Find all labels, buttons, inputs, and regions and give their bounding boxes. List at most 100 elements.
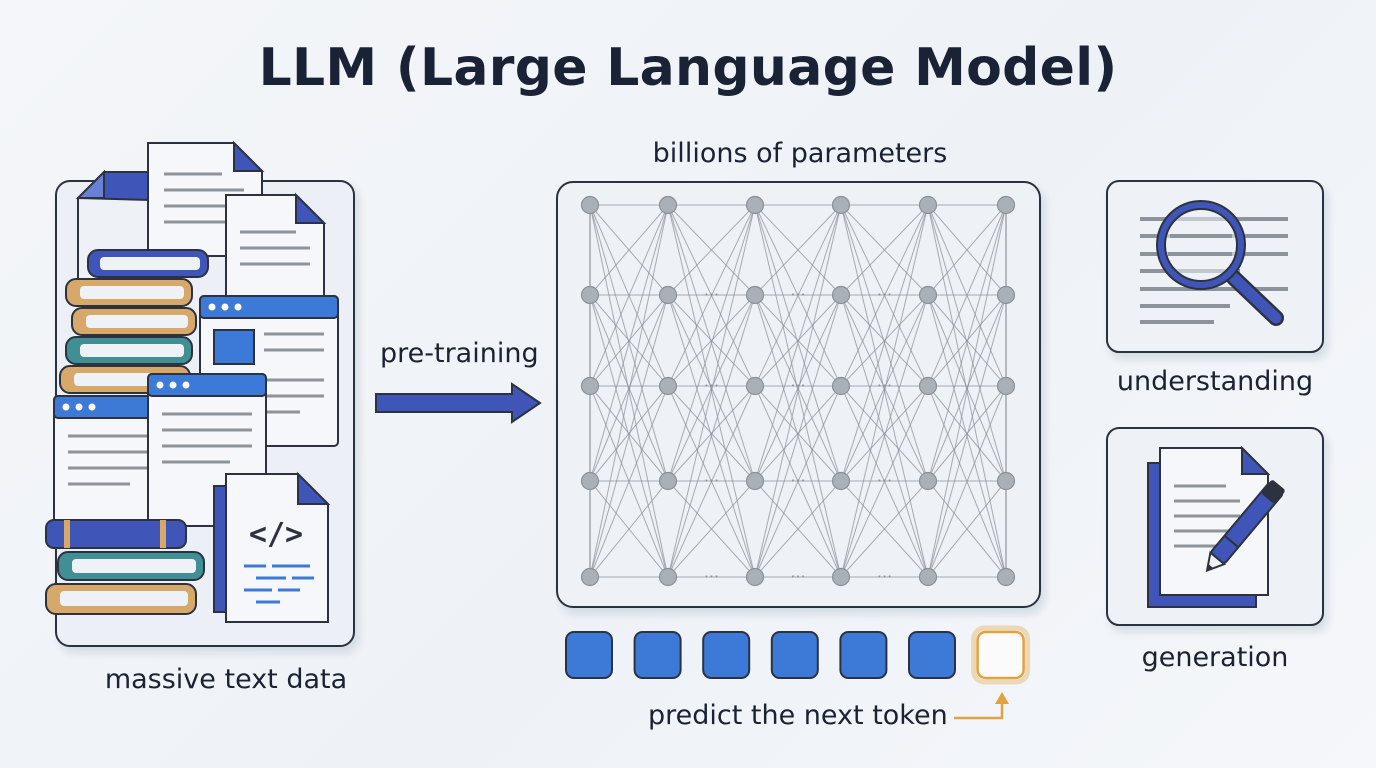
network-ellipsis: ··· (790, 567, 805, 586)
token (702, 631, 751, 679)
network-ellipsis: ··· (790, 285, 805, 304)
network-node (831, 567, 851, 587)
network-node (831, 376, 851, 396)
network-edge (667, 294, 756, 387)
network-node (996, 285, 1016, 305)
understanding-label: understanding (1116, 366, 1314, 397)
generation-label: generation (1141, 642, 1289, 673)
network-node (745, 285, 765, 305)
network-edge (927, 385, 1007, 578)
network-node (580, 376, 600, 396)
token (633, 631, 682, 679)
network-edge (927, 385, 1007, 482)
network-edge (754, 294, 842, 578)
token (908, 631, 956, 679)
network-edge (840, 385, 929, 578)
network-edge (840, 294, 929, 578)
network-edge (667, 385, 756, 482)
network-edge (667, 385, 756, 578)
network-node (831, 285, 851, 305)
network-edge (589, 204, 669, 387)
network-node (658, 471, 678, 491)
network-edge (840, 204, 929, 578)
network-ellipsis: ··· (790, 471, 805, 490)
network-edge (754, 204, 842, 482)
network-node (658, 285, 678, 305)
magnifying-glass-icon (1156, 200, 1284, 326)
network-edge (754, 294, 842, 482)
network-ellipsis: ··· (877, 285, 892, 304)
network-node (918, 471, 938, 491)
network-edge (589, 204, 669, 578)
network-ellipsis: ··· (790, 376, 805, 395)
network-node (918, 376, 938, 396)
network-edge (667, 204, 756, 387)
network-ellipsis: ··· (704, 471, 719, 490)
network-edge (927, 204, 1007, 296)
network-edge (754, 204, 842, 296)
understanding-card (1106, 180, 1324, 353)
diagram-title: LLM (Large Language Model) (258, 38, 1118, 98)
network-node (580, 471, 600, 491)
network-edge (754, 385, 842, 578)
network-edge (840, 204, 929, 387)
network-edge (840, 480, 929, 578)
network-edge (840, 294, 929, 482)
pretraining-label: pre-training (380, 338, 539, 369)
code-document-icon: </> (213, 471, 331, 623)
network-edge (589, 480, 669, 578)
network-node (831, 195, 851, 215)
network-edge (840, 385, 929, 482)
network-edge (754, 204, 842, 387)
network-node (580, 285, 600, 305)
network-edge (589, 294, 669, 482)
network-edge (927, 480, 1007, 578)
network-node (996, 195, 1016, 215)
network-edge (589, 385, 669, 482)
network-edge (840, 204, 929, 296)
network-node (745, 376, 765, 396)
network-edge (840, 204, 929, 482)
network-node (996, 567, 1016, 587)
network-node (745, 471, 765, 491)
parameters-label: billions of parameters (652, 138, 948, 169)
network-edge (927, 204, 1007, 387)
network-node (580, 195, 600, 215)
network-edge (754, 385, 842, 482)
text-data-label: massive text data (104, 664, 348, 695)
network-ellipses: ···································· (704, 285, 892, 586)
network-ellipsis: ··· (877, 376, 892, 395)
token (770, 631, 819, 679)
network-edge (667, 204, 756, 482)
network-edge (667, 204, 756, 578)
network-node (580, 567, 600, 587)
network-node (918, 285, 938, 305)
next-token (976, 630, 1025, 680)
document-icon (225, 192, 327, 303)
network-edge (667, 294, 756, 482)
network-edge (589, 204, 669, 296)
network-edge (927, 204, 1007, 578)
network-node (658, 567, 678, 587)
code-brackets-icon: </> (249, 517, 303, 552)
network-edge (927, 294, 1007, 578)
network-edge (927, 204, 1007, 482)
next-token-label: predict the next token (648, 700, 948, 731)
network-node (996, 376, 1016, 396)
book-stack-icon (45, 519, 205, 615)
network-edge (927, 294, 1007, 482)
network-node (658, 376, 678, 396)
network-ellipsis: ··· (877, 567, 892, 586)
text-data-stack: </> (45, 140, 355, 647)
network-edge (589, 294, 669, 578)
network-edge (667, 294, 756, 578)
network-edge (589, 294, 669, 387)
network-edge (927, 294, 1007, 387)
network-edge (589, 204, 669, 482)
network-edge (754, 294, 842, 387)
network-node (831, 471, 851, 491)
network-node (745, 195, 765, 215)
network-edge (667, 480, 756, 578)
network-ellipsis: ··· (704, 567, 719, 586)
network-edges (589, 204, 1007, 578)
